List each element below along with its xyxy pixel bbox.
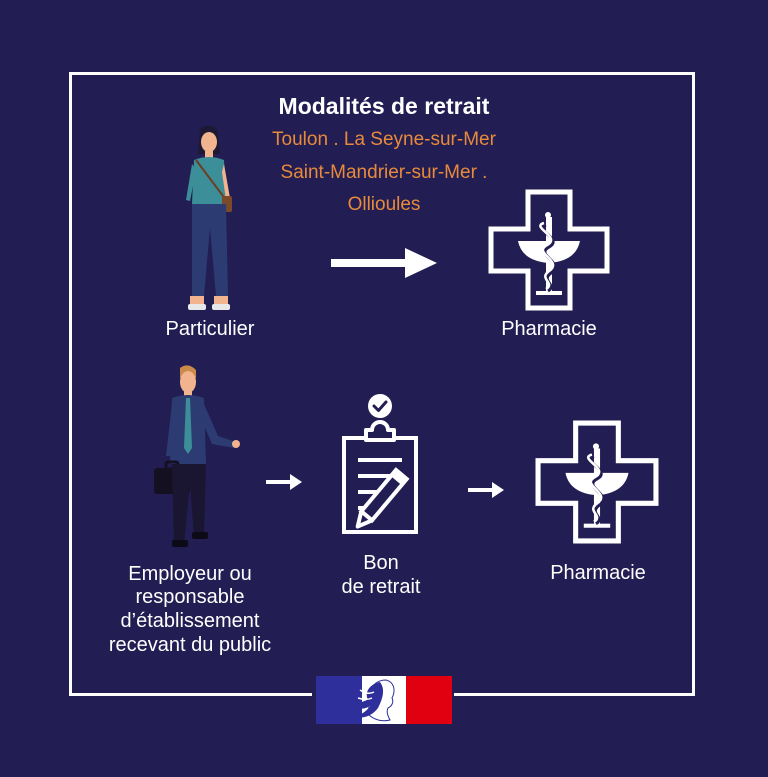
arrow-right-icon bbox=[331, 248, 437, 278]
pharmacy-cross-icon bbox=[488, 189, 610, 311]
pharmacy-cross-icon bbox=[535, 420, 659, 544]
arrow-right-small-icon bbox=[266, 474, 302, 490]
location-line-1: Toulon . La Seyne-sur-Mer bbox=[272, 129, 496, 150]
woman-illustration-icon bbox=[186, 125, 232, 310]
page-title: Modalités de retrait bbox=[278, 93, 490, 119]
clipboard-check-icon bbox=[342, 394, 418, 534]
label-bon-line-2: de retrait bbox=[341, 576, 421, 598]
location-line-2: Saint-Mandrier-sur-Mer . bbox=[280, 162, 488, 183]
label-pharmacie-2: Pharmacie bbox=[550, 562, 646, 584]
label-employeur-line-3: d’établissement bbox=[120, 610, 260, 632]
label-employeur-line-4: recevant du public bbox=[108, 634, 272, 656]
label-employeur-line-1: Employeur ou bbox=[128, 563, 252, 585]
label-employeur-line-2: responsable bbox=[135, 586, 245, 608]
arrow-right-small-icon bbox=[468, 482, 504, 498]
marianne-logo-icon bbox=[316, 676, 452, 724]
label-particulier: Particulier bbox=[165, 318, 255, 340]
label-bon-line-1: Bon bbox=[363, 552, 399, 574]
location-line-3: Ollioules bbox=[347, 194, 421, 215]
label-pharmacie-1: Pharmacie bbox=[501, 318, 597, 340]
businessman-illustration-icon bbox=[154, 365, 240, 547]
